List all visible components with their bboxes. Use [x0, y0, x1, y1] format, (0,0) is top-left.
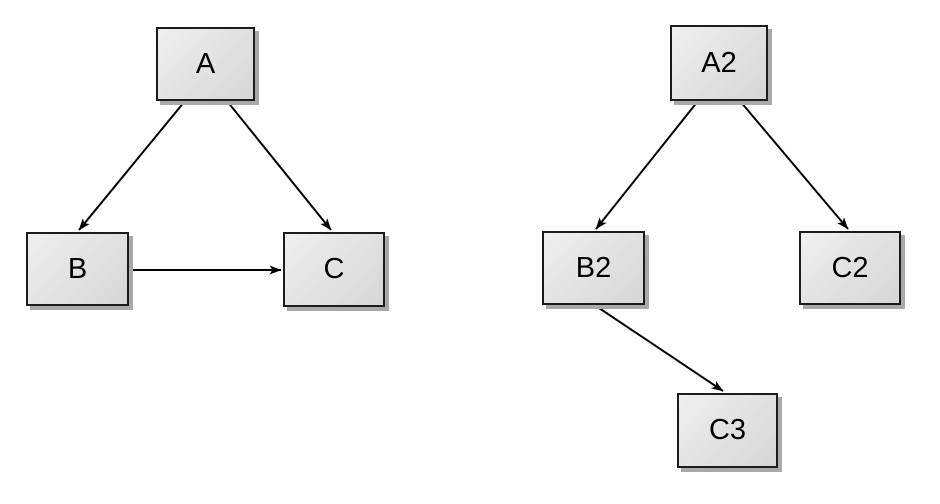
- node-C: C: [283, 232, 385, 307]
- node-label-B: B: [67, 252, 88, 285]
- edge-A2-to-C2: [739, 100, 849, 230]
- node-label-C2: C2: [831, 251, 869, 284]
- node-label-C: C: [323, 253, 345, 285]
- node-B: B: [26, 232, 129, 306]
- node-label-B2: B2: [575, 251, 612, 284]
- node-label-A2: A2: [701, 46, 737, 79]
- edge-A-to-B: [78, 100, 186, 231]
- node-A2: A2: [670, 25, 768, 101]
- node-A: A: [156, 27, 255, 101]
- node-label-A: A: [195, 47, 216, 80]
- edge-B2-to-C3: [595, 305, 724, 392]
- node-label-C3: C3: [708, 414, 747, 446]
- node-C3: C3: [677, 393, 778, 468]
- node-B2: B2: [542, 231, 645, 305]
- node-C2: C2: [799, 231, 901, 305]
- edge-A2-to-B2: [595, 100, 699, 230]
- edge-A-to-C: [226, 100, 332, 231]
